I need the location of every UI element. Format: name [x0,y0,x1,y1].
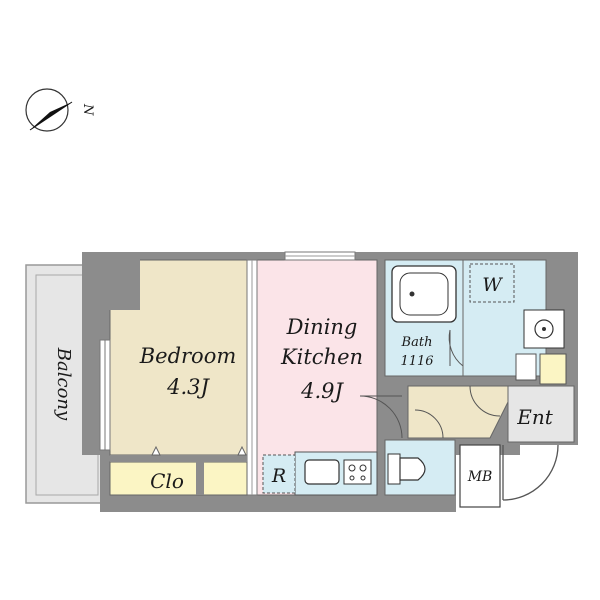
compass-circle-icon [25,88,69,132]
shoe-cabinet [515,353,537,381]
closet-label: Clo [150,469,184,493]
compass: N [25,88,95,132]
washer-label: W [482,274,503,296]
dk-name-line2: Kitchen [280,345,363,369]
closet-floor [109,461,248,496]
entrance-floor [507,385,575,443]
washer-space [469,263,515,303]
meter-box [459,444,501,508]
bedroom-name: Bedroom [139,344,237,368]
entrance-label: Ent [516,405,553,429]
entrance-door-swing [502,444,559,501]
compass-north-label: N [80,103,95,116]
entry-storage [539,353,567,385]
bath-code: 1116 [400,354,433,369]
refrigerator-space [262,454,296,494]
bathtub-icon [391,265,457,323]
entry-hall-floor [407,385,509,439]
toilet-tank-icon [387,453,401,485]
balcony-label: Balcony [53,347,74,421]
dk-size: 4.9J [300,379,344,403]
kitchen-stove-icon [343,459,372,485]
toilet-bowl-icon [399,457,426,481]
bath-name: Bath [401,335,433,350]
refrigerator-label: R [271,465,286,487]
washbasin-icon [523,309,565,349]
kitchen-sink-icon [304,459,340,485]
bedroom-corner-column [82,252,140,310]
dk-name-line1: Dining [286,315,358,339]
meter-box-label: MB [467,469,493,485]
bedroom-size: 4.3J [166,375,210,399]
